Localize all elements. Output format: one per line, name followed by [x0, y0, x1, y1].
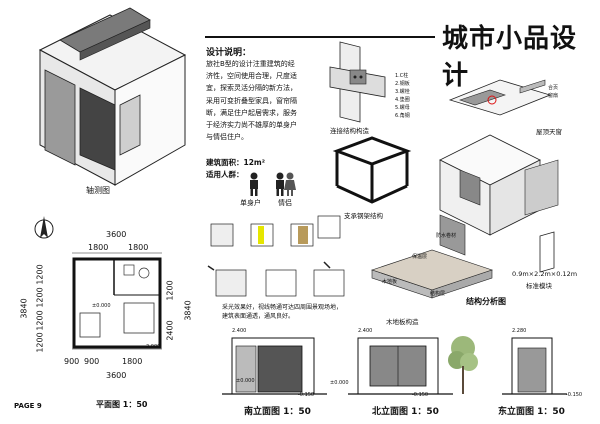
description-line: 采用可变折叠型家具，窗帘隔 [206, 96, 297, 105]
north-level-bottom: ±0.000 [330, 380, 349, 386]
legend-item: 2.钢板 [395, 81, 410, 87]
plan-dim-top-2: 1800 [128, 243, 149, 252]
wood-tag: 保温层 [412, 254, 428, 260]
plan-dim-bottom-2: 900 [84, 357, 100, 366]
connection-label: 连接结构构造 [330, 127, 369, 135]
steel-frame-drawing [332, 136, 412, 204]
single-person-icon [250, 172, 258, 196]
description-line: 于经济实力尚不雄厚的单身户 [206, 121, 297, 130]
frame-label: 支承钢架结构 [344, 212, 383, 220]
module-label: 标准模块 [526, 282, 552, 290]
plan-dim-bottom-total: 3600 [106, 371, 127, 380]
description-line: 旅社B型的设计注重建筑的经 [206, 60, 295, 68]
axonometric-drawing [38, 7, 187, 186]
plan-title: 平面图 1：50 [96, 400, 148, 409]
south-elevation-drawing [222, 337, 327, 395]
plan-dim-top-1: 1800 [88, 243, 109, 252]
description-line: 济性，空间使用合理，尺度适 [206, 72, 297, 81]
north-elevation-title: 北立面图 1：50 [372, 407, 439, 417]
north-level-top: 2.400 [358, 328, 373, 334]
building-area: 建筑面积：12m² [206, 158, 266, 167]
plan-dim-left-3: 1200 [35, 310, 45, 331]
south-level-top: 2.400 [232, 328, 247, 334]
east-level-top: 2.280 [512, 328, 527, 334]
description-line: 与情侣住户。 [206, 133, 248, 142]
page-title: 城市小品设计 [442, 24, 578, 91]
single-label: 单身户 [240, 199, 261, 207]
steel-connection-drawing [329, 41, 386, 123]
page-number: PAGE 9 [14, 402, 42, 410]
legend-item: 1.C柱 [395, 73, 409, 79]
roof-tag: 合页 [548, 85, 559, 91]
couple-icon [276, 172, 296, 196]
floor-plan-drawing [72, 252, 162, 350]
plan-level-label-2: 2.000 [146, 344, 161, 350]
east-elevation-drawing [502, 337, 567, 395]
module-size: 0.9m×2.2m×0.12m [512, 270, 578, 278]
light-note: 采光效果好，视线畅通可达四周围景观场地，建筑表面通透，通风良好。 [222, 304, 343, 320]
plan-dim-bottom-3: 1800 [122, 357, 143, 366]
east-elevation-title: 东立面图 1：50 [498, 407, 565, 417]
south-elevation-title: 南立面图 1：50 [244, 407, 311, 417]
legend-item: 6.角钢 [395, 113, 410, 119]
east-level-low: -0.150 [566, 392, 583, 398]
south-level-bottom: ±0.000 [236, 378, 255, 384]
wood-tag: 木地板 [382, 279, 398, 285]
legend-item: 5.螺母 [395, 105, 410, 111]
north-arrow-icon [34, 216, 54, 239]
plan-dim-left-2: 1200 [35, 287, 45, 308]
plan-dim-bottom-1: 900 [64, 357, 80, 366]
plan-dim-left-1: 1200 [35, 264, 45, 285]
description-line: 断，满足住户起居需求，服务 [206, 108, 297, 117]
light-diagram-row1 [210, 215, 341, 247]
wood-tag: 结构层 [430, 291, 446, 297]
structure-title: 结构分析图 [466, 297, 506, 306]
description-text: 旅社B型的设计注重建筑的经 济性，空间使用合理，尺度适 宜，探索灵活分隔的新方法… [206, 58, 318, 143]
plan-dim-top-total: 3600 [106, 230, 127, 239]
plan-level-label: ±0.000 [92, 303, 111, 309]
south-level-low: -0.150 [298, 392, 315, 398]
standard-module-drawing [539, 231, 555, 273]
plan-dim-left-4: 1200 [35, 332, 45, 353]
connection-legend: 1.C柱 2.钢板 3.螺栓 4.垫圈 5.螺母 6.角钢 [395, 72, 410, 120]
axon-label: 轴测图 [86, 186, 110, 195]
roof-skylight-drawing [448, 79, 552, 116]
north-level-low: -0.150 [412, 392, 429, 398]
legend-item: 4.垫圈 [395, 97, 410, 103]
plan-dim-left-total: 3840 [19, 298, 29, 319]
description-line: 宜，探索灵活分隔的新方法， [206, 84, 297, 93]
light-diagram-row2 [207, 261, 345, 297]
wood-floor-drawing [371, 249, 493, 299]
plan-dim-right-total: 3840 [183, 300, 193, 321]
title-rule [205, 36, 435, 38]
wood-tag: 防水卷材 [436, 233, 457, 239]
roof-tag: 窗扇 [548, 93, 559, 99]
structure-explode-drawing [439, 134, 559, 256]
north-elevation-drawing [348, 337, 453, 395]
tree-icon [448, 336, 478, 394]
roof-label: 屋顶天窗 [536, 128, 562, 136]
couple-label: 情侣 [278, 199, 292, 207]
legend-item: 3.螺栓 [395, 89, 410, 95]
users-heading: 适用人群： [206, 170, 244, 179]
description-heading: 设计说明： [206, 48, 252, 58]
wood-label: 木地板构造 [386, 318, 419, 326]
